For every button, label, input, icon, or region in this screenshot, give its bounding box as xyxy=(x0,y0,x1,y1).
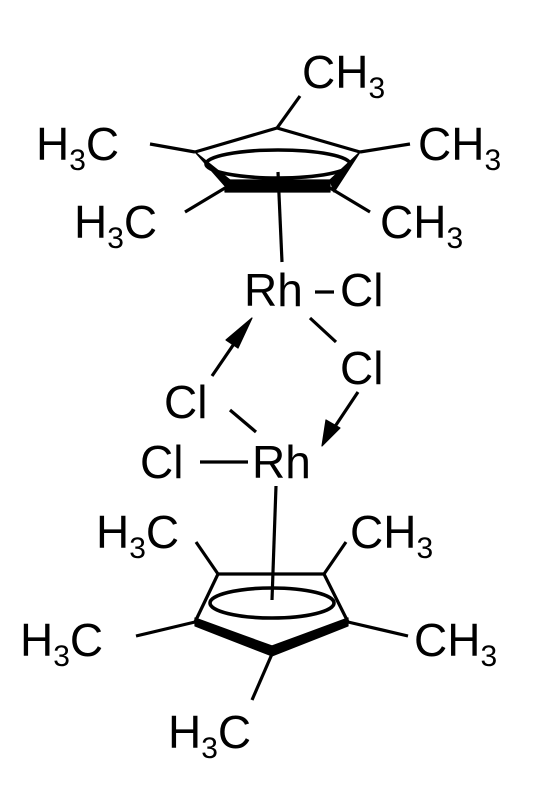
methyl-label-upper-right: CH3 xyxy=(350,506,433,565)
dative-arrow-head xyxy=(225,317,253,349)
methyl-bond xyxy=(184,186,226,214)
methyl-bond xyxy=(329,186,371,214)
ring-front-bond xyxy=(194,617,273,657)
ring-rh-bond xyxy=(276,171,284,263)
methyl-label-lower-right: CH3 xyxy=(380,196,463,255)
cl-atom-bridge-right: Cl xyxy=(340,342,383,394)
methyl-label-bottom: H3C xyxy=(168,706,251,765)
methyl-bond xyxy=(250,653,274,701)
methyl-label-right: CH3 xyxy=(414,614,497,673)
aromatic-ring xyxy=(208,586,336,620)
methyl-bond xyxy=(347,620,409,638)
dative-arrow-head xyxy=(321,419,341,447)
methyl-label-upper-right: CH3 xyxy=(418,118,501,177)
top-cp-ring: CH3 H3C CH3 H3C CH3 xyxy=(36,46,501,263)
ring-bond xyxy=(322,573,350,623)
methyl-bond xyxy=(359,142,411,154)
rh-cl-bridge-bond xyxy=(308,316,338,344)
rh-ring-bond xyxy=(270,485,278,601)
cl-atom-terminal-bottom: Cl xyxy=(140,436,183,488)
dative-bond-shaft xyxy=(332,391,360,429)
ring-bond xyxy=(276,126,361,154)
methyl-bond xyxy=(194,541,220,575)
methyl-label-top: CH3 xyxy=(302,46,385,105)
methyl-bond xyxy=(275,95,302,129)
methyl-bond xyxy=(149,142,196,154)
bottom-cp-ring: H3C CH3 H3C CH3 H3C xyxy=(20,506,497,765)
ring-front-bond xyxy=(271,617,349,657)
ring-bond xyxy=(193,573,220,623)
methyl-bond xyxy=(135,620,196,638)
methyl-label-lower-left: H3C xyxy=(74,196,157,255)
methyl-label-upper-left: H3C xyxy=(96,506,179,565)
rh-atom-top: Rh xyxy=(244,264,303,316)
methyl-label-upper-left: H3C xyxy=(36,118,119,177)
ring-bond xyxy=(194,126,278,154)
cl-atom-bridge-left: Cl xyxy=(164,376,207,428)
cl-rh-bridge-bond xyxy=(228,408,258,434)
ring-front-bond xyxy=(329,151,361,193)
methyl-label-left: H3C xyxy=(20,614,103,673)
rh-atom-bottom: Rh xyxy=(252,436,311,488)
methyl-bond xyxy=(322,541,348,575)
cl-atom-terminal-top: Cl xyxy=(340,264,383,316)
rh-cl-core: Rh Cl Cl Cl Cl Rh xyxy=(140,264,383,601)
